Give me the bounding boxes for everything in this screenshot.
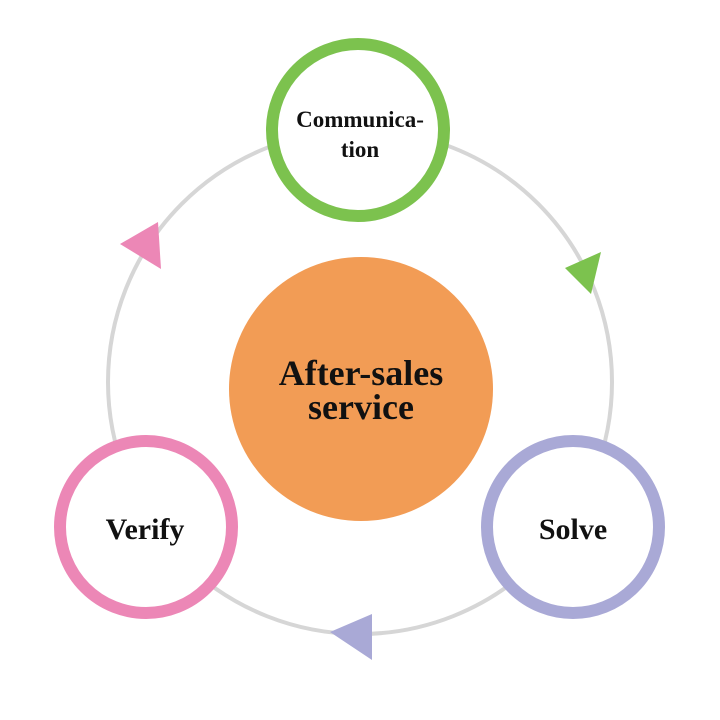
node-solve-circle [481,435,665,619]
center-label: After-sales service [278,353,444,427]
node-communication-label: Communica- tion [296,107,424,162]
node-solve-label: Solve [538,513,608,546]
arrow-verify-to-communication [120,222,161,269]
node-verify-label: Verify [105,513,185,546]
node-verify-circle [54,435,238,619]
center-circle [229,257,493,521]
arrow-communication-to-solve [565,252,601,294]
arrow-solve-to-verify [330,614,372,660]
node-communication-circle [266,38,450,222]
